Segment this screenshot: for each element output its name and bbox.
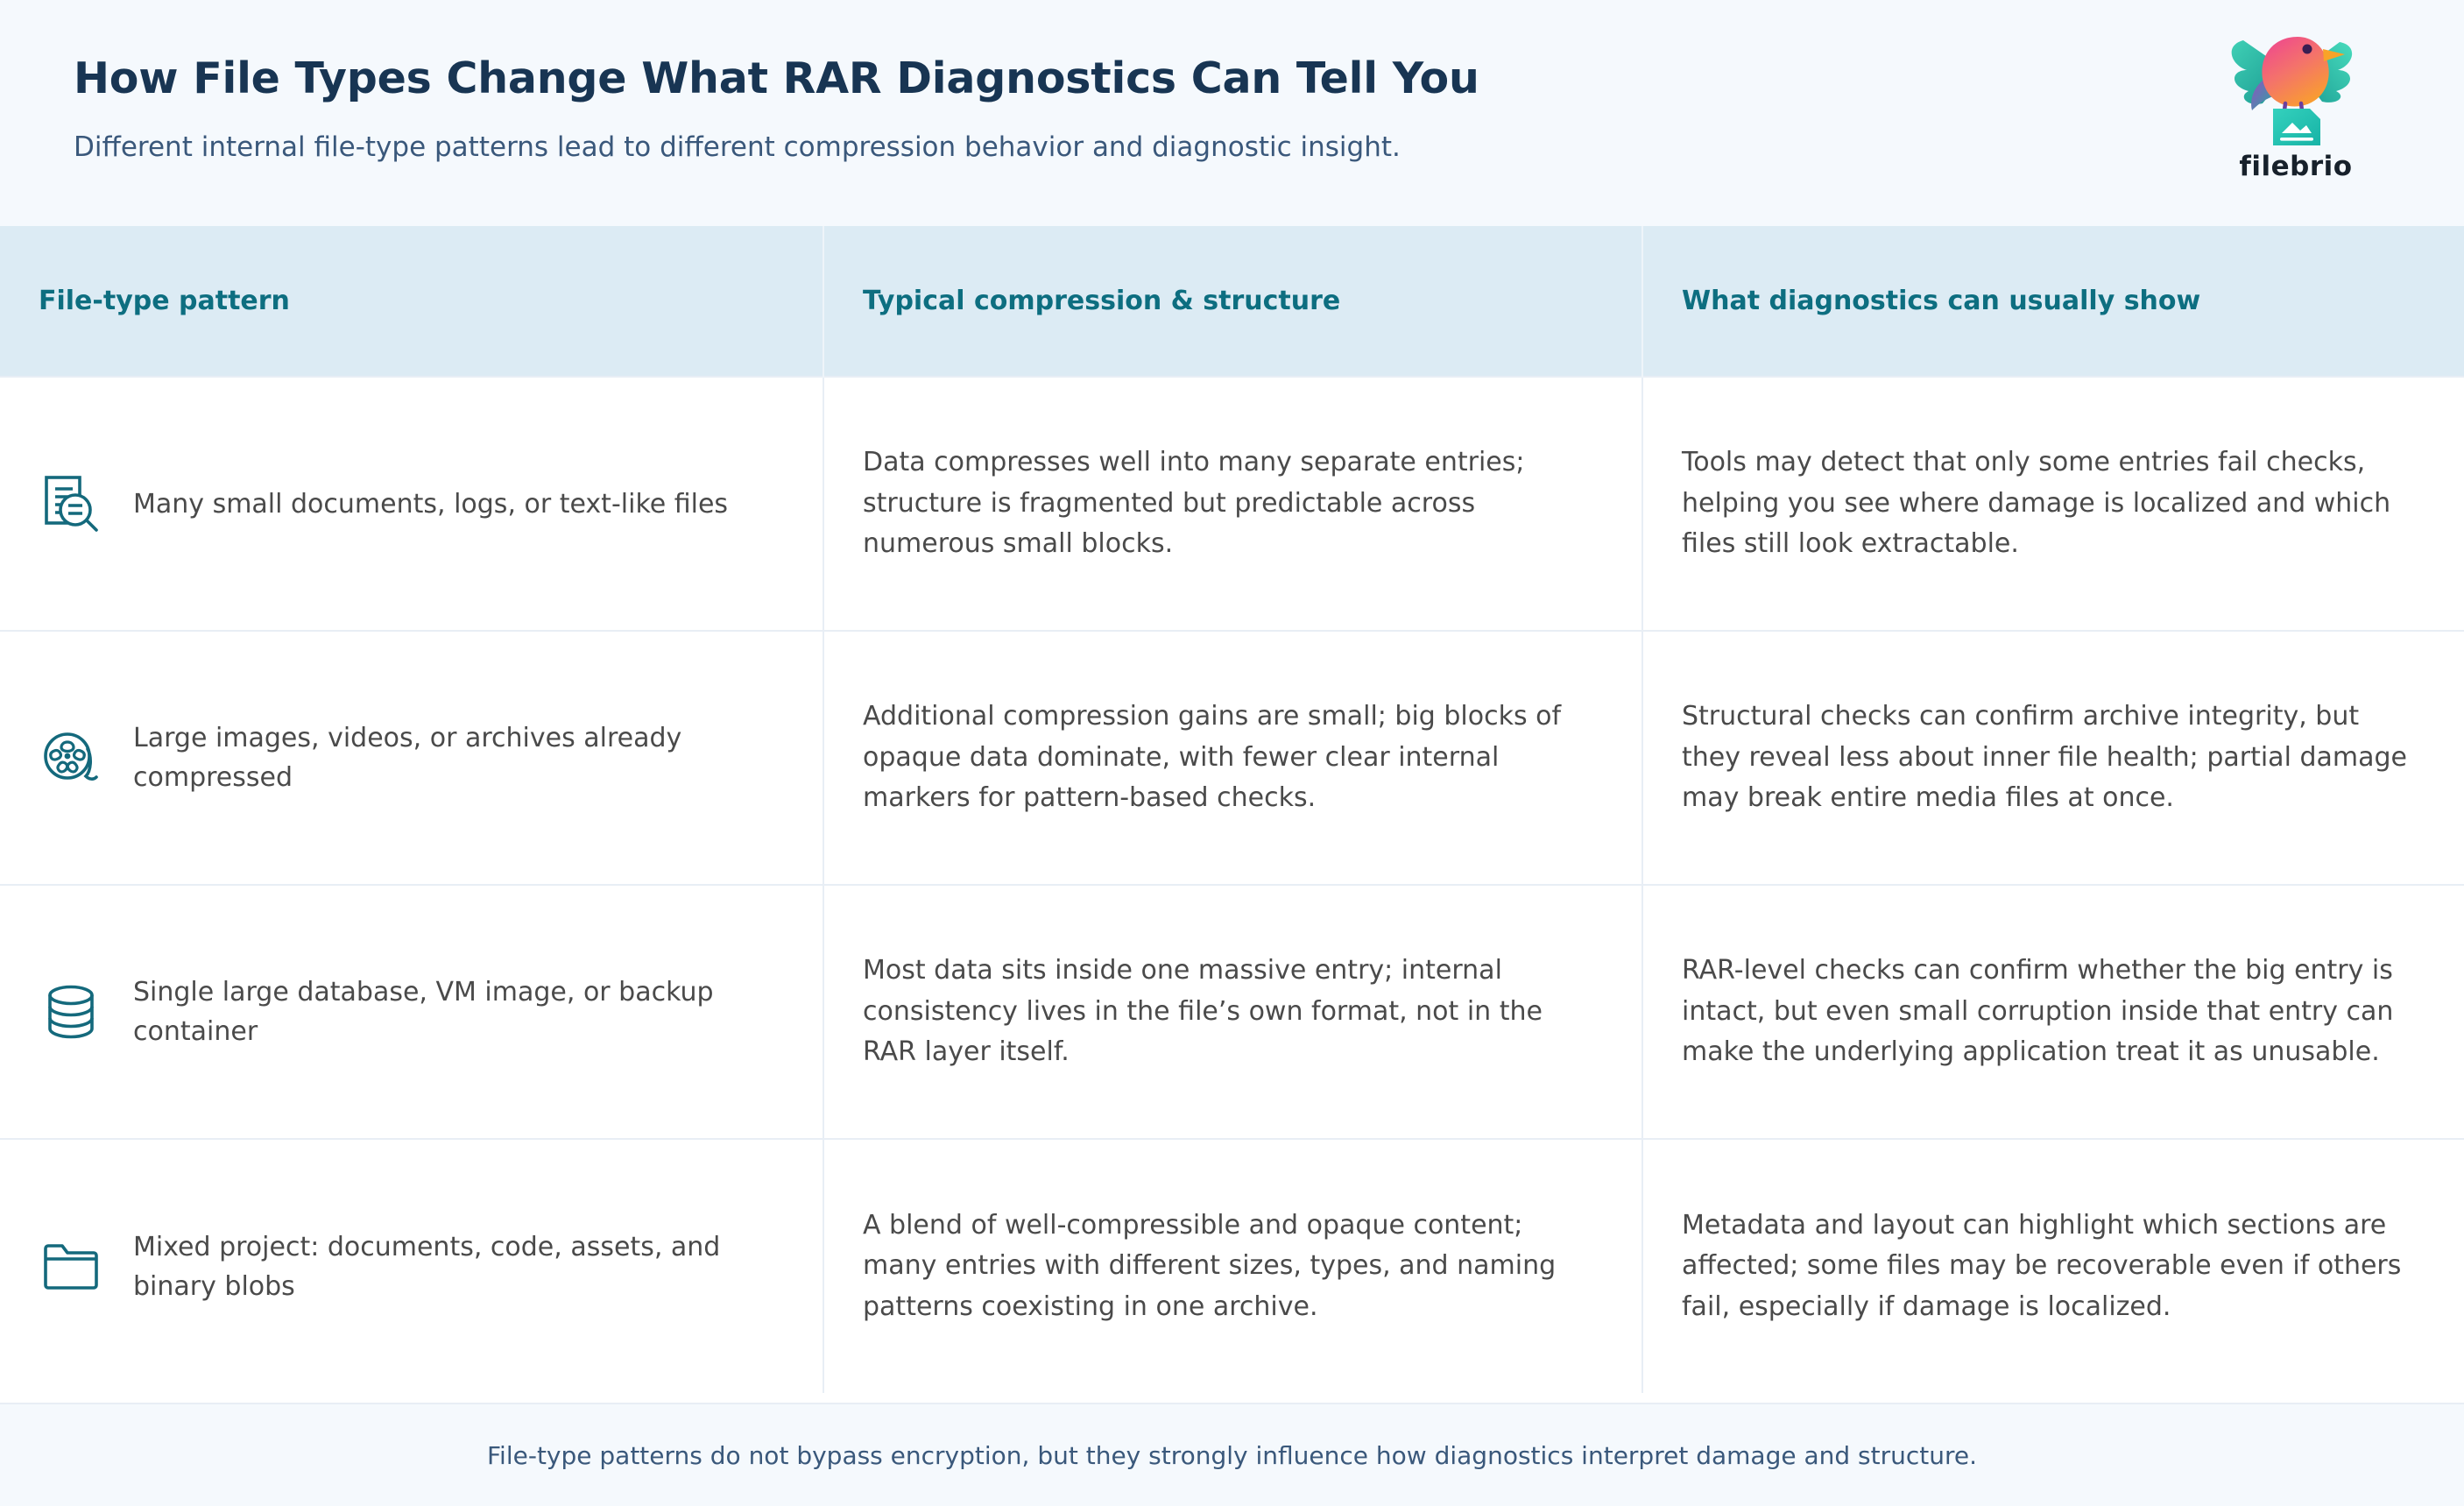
page-footer: File-type patterns do not bypass encrypt… xyxy=(0,1403,2464,1506)
table-row: Single large database, VM image, or back… xyxy=(0,884,2464,1139)
document-search-icon xyxy=(45,476,98,532)
comparison-table-wrapper: File-type pattern Typical compression & … xyxy=(0,226,2464,1403)
table-row: Large images, videos, or archives alread… xyxy=(0,630,2464,885)
cell-compression: Additional compression gains are small; … xyxy=(823,630,1643,885)
cell-diagnostics: Metadata and layout can highlight which … xyxy=(1642,1138,2464,1393)
column-header-compression-structure: Typical compression & structure xyxy=(823,226,1643,377)
page-title: How File Types Change What RAR Diagnosti… xyxy=(74,53,1479,103)
pattern-label: Single large database, VM image, or back… xyxy=(133,977,714,1047)
filebrio-bird-icon xyxy=(2231,37,2353,145)
pattern-label: Large images, videos, or archives alread… xyxy=(133,723,682,793)
brand-wordmark: filebrio xyxy=(2239,151,2353,182)
cell-compression: Data compresses well into many separate … xyxy=(823,376,1643,631)
file-type-comparison-table: File-type pattern Typical compression & … xyxy=(0,226,2464,1393)
cell-pattern: Mixed project: documents, code, assets, … xyxy=(0,1138,824,1393)
cell-compression: Most data sits inside one massive entry;… xyxy=(823,884,1643,1139)
cell-diagnostics: RAR-level checks can confirm whether the… xyxy=(1642,884,2464,1139)
cell-pattern: Single large database, VM image, or back… xyxy=(0,884,824,1139)
footer-note: File-type patterns do not bypass encrypt… xyxy=(486,1440,1978,1470)
table-row: Mixed project: documents, code, assets, … xyxy=(0,1138,2464,1393)
film-reel-icon xyxy=(44,732,98,781)
cell-diagnostics: Tools may detect that only some entries … xyxy=(1642,376,2464,631)
pattern-label: Mixed project: documents, code, assets, … xyxy=(133,1231,721,1302)
database-icon xyxy=(48,985,94,1039)
page-header: How File Types Change What RAR Diagnosti… xyxy=(0,0,2464,226)
table-header-row: File-type pattern Typical compression & … xyxy=(0,226,2464,377)
cell-pattern: Large images, videos, or archives alread… xyxy=(0,630,824,885)
column-header-file-type-pattern: File-type pattern xyxy=(0,226,824,377)
cell-diagnostics: Structural checks can confirm archive in… xyxy=(1642,630,2464,885)
column-header-diagnostics: What diagnostics can usually show xyxy=(1682,286,2201,316)
table-row: Many small documents, logs, or text-like… xyxy=(0,376,2464,631)
brand-logo: filebrio xyxy=(2208,16,2383,182)
cell-compression: A blend of well-compressible and opaque … xyxy=(823,1138,1643,1393)
cell-pattern: Many small documents, logs, or text-like… xyxy=(0,376,824,631)
page-subtitle: Different internal file-type patterns le… xyxy=(74,131,1401,164)
pattern-label: Many small documents, logs, or text-like… xyxy=(133,488,729,520)
folder-icon xyxy=(44,1243,98,1290)
